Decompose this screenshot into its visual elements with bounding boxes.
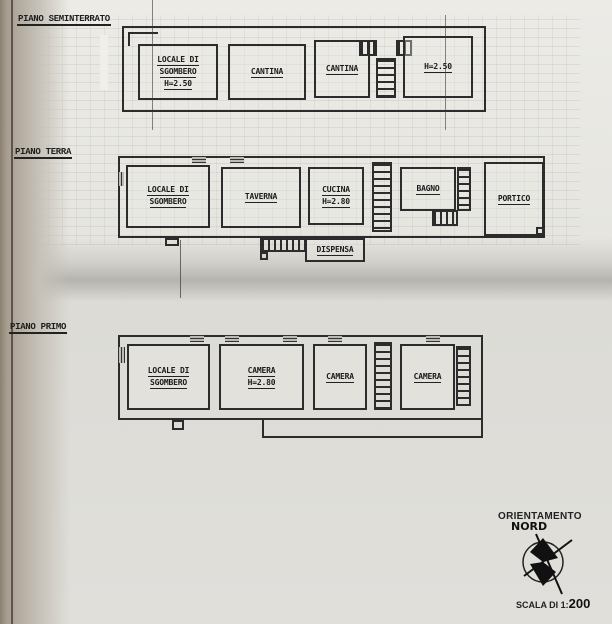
stairs-camera — [456, 346, 471, 406]
room-label: TAVERNA — [244, 192, 278, 203]
room-dispensa: DISPENSA — [305, 238, 365, 262]
floor-label-terra: PIANO TERRA — [14, 147, 73, 159]
north-label: NORD — [511, 520, 548, 533]
door-step — [172, 420, 184, 430]
scale-prefix: SCALA DI 1: — [516, 600, 569, 610]
room-height-label: H=2.50 — [424, 61, 452, 73]
balcony — [262, 420, 483, 438]
room-label: LOCALE DI — [147, 185, 189, 196]
stairs-landing-left — [359, 40, 377, 56]
room-label: LOCALE DI — [157, 54, 199, 66]
stairs-primo — [374, 342, 392, 410]
column — [536, 227, 544, 235]
window — [283, 335, 297, 342]
room-taverna: TAVERNA — [221, 167, 301, 228]
stairs-seminterrato — [376, 58, 396, 98]
floor-label-primo: PIANO PRIMO — [9, 322, 68, 334]
page-fold-shadow — [0, 262, 612, 302]
room-locale-sgombero-seminterrato: LOCALE DI SGOMBERO H=2.50 — [138, 44, 218, 100]
door-step — [165, 238, 179, 246]
room-locale-sgombero-terra: LOCALE DI SGOMBERO — [126, 165, 210, 228]
room-label: CAMERA — [247, 365, 276, 377]
room-label: CANTINA — [325, 63, 359, 75]
room-locale-sgombero-primo: LOCALE DI SGOMBERO — [127, 344, 210, 410]
outer-wall-seminterrato — [122, 26, 486, 112]
column — [260, 252, 268, 260]
room-height-label: H=2.80 — [322, 196, 350, 208]
window — [426, 335, 440, 342]
window — [190, 335, 204, 342]
room-camera-2: CAMERA — [313, 344, 367, 410]
stairs-terra — [372, 162, 392, 232]
axis-line — [180, 240, 181, 298]
room-camera-1: CAMERA H=2.80 — [219, 344, 304, 410]
room-portico: PORTICO — [484, 162, 544, 236]
page-edge — [11, 0, 13, 624]
room-height-label: H=2.80 — [247, 377, 276, 389]
orientation-label: ORIENTAMENTO — [498, 511, 582, 522]
room-label: SGOMBERO — [150, 377, 187, 389]
window — [328, 335, 342, 342]
room-label: PORTICO — [497, 193, 531, 205]
north-compass-icon — [522, 533, 573, 595]
stairs-turn — [432, 210, 458, 226]
room-label: CAMERA — [326, 371, 354, 383]
room-label: CANTINA — [250, 66, 284, 78]
room-height-label: H=2.50 — [164, 78, 192, 90]
outer-wall-primo — [118, 335, 483, 420]
room-label: DISPENSA — [316, 244, 354, 256]
glare-strip — [100, 35, 108, 90]
window — [225, 335, 239, 342]
window — [192, 156, 206, 163]
window — [230, 156, 244, 163]
room-label: CAMERA — [413, 371, 442, 383]
scale-label: SCALA DI 1:200 — [516, 596, 590, 611]
wall-notch — [128, 32, 158, 46]
axis-line — [445, 15, 446, 130]
entry-steps — [260, 238, 306, 252]
room-label: SGOMBERO — [159, 66, 197, 78]
floor-label-seminterrato: PIANO SEMINTERRATO — [17, 14, 111, 26]
scale-value: 200 — [568, 596, 591, 611]
room-h250: H=2.50 — [403, 36, 473, 98]
room-label: BAGNO — [416, 183, 440, 195]
room-label: SGOMBERO — [149, 197, 187, 208]
window — [118, 347, 125, 363]
stairs-bagno — [457, 167, 471, 211]
axis-line — [152, 0, 153, 130]
room-cucina: CUCINA H=2.80 — [308, 167, 364, 225]
window — [118, 172, 124, 186]
outer-wall-terra — [118, 156, 545, 238]
room-label: LOCALE DI — [147, 365, 190, 377]
room-label: CUCINA — [322, 184, 350, 196]
room-bagno: BAGNO — [400, 167, 456, 211]
room-camera-3: CAMERA — [400, 344, 455, 410]
room-cantina-1: CANTINA — [228, 44, 306, 100]
